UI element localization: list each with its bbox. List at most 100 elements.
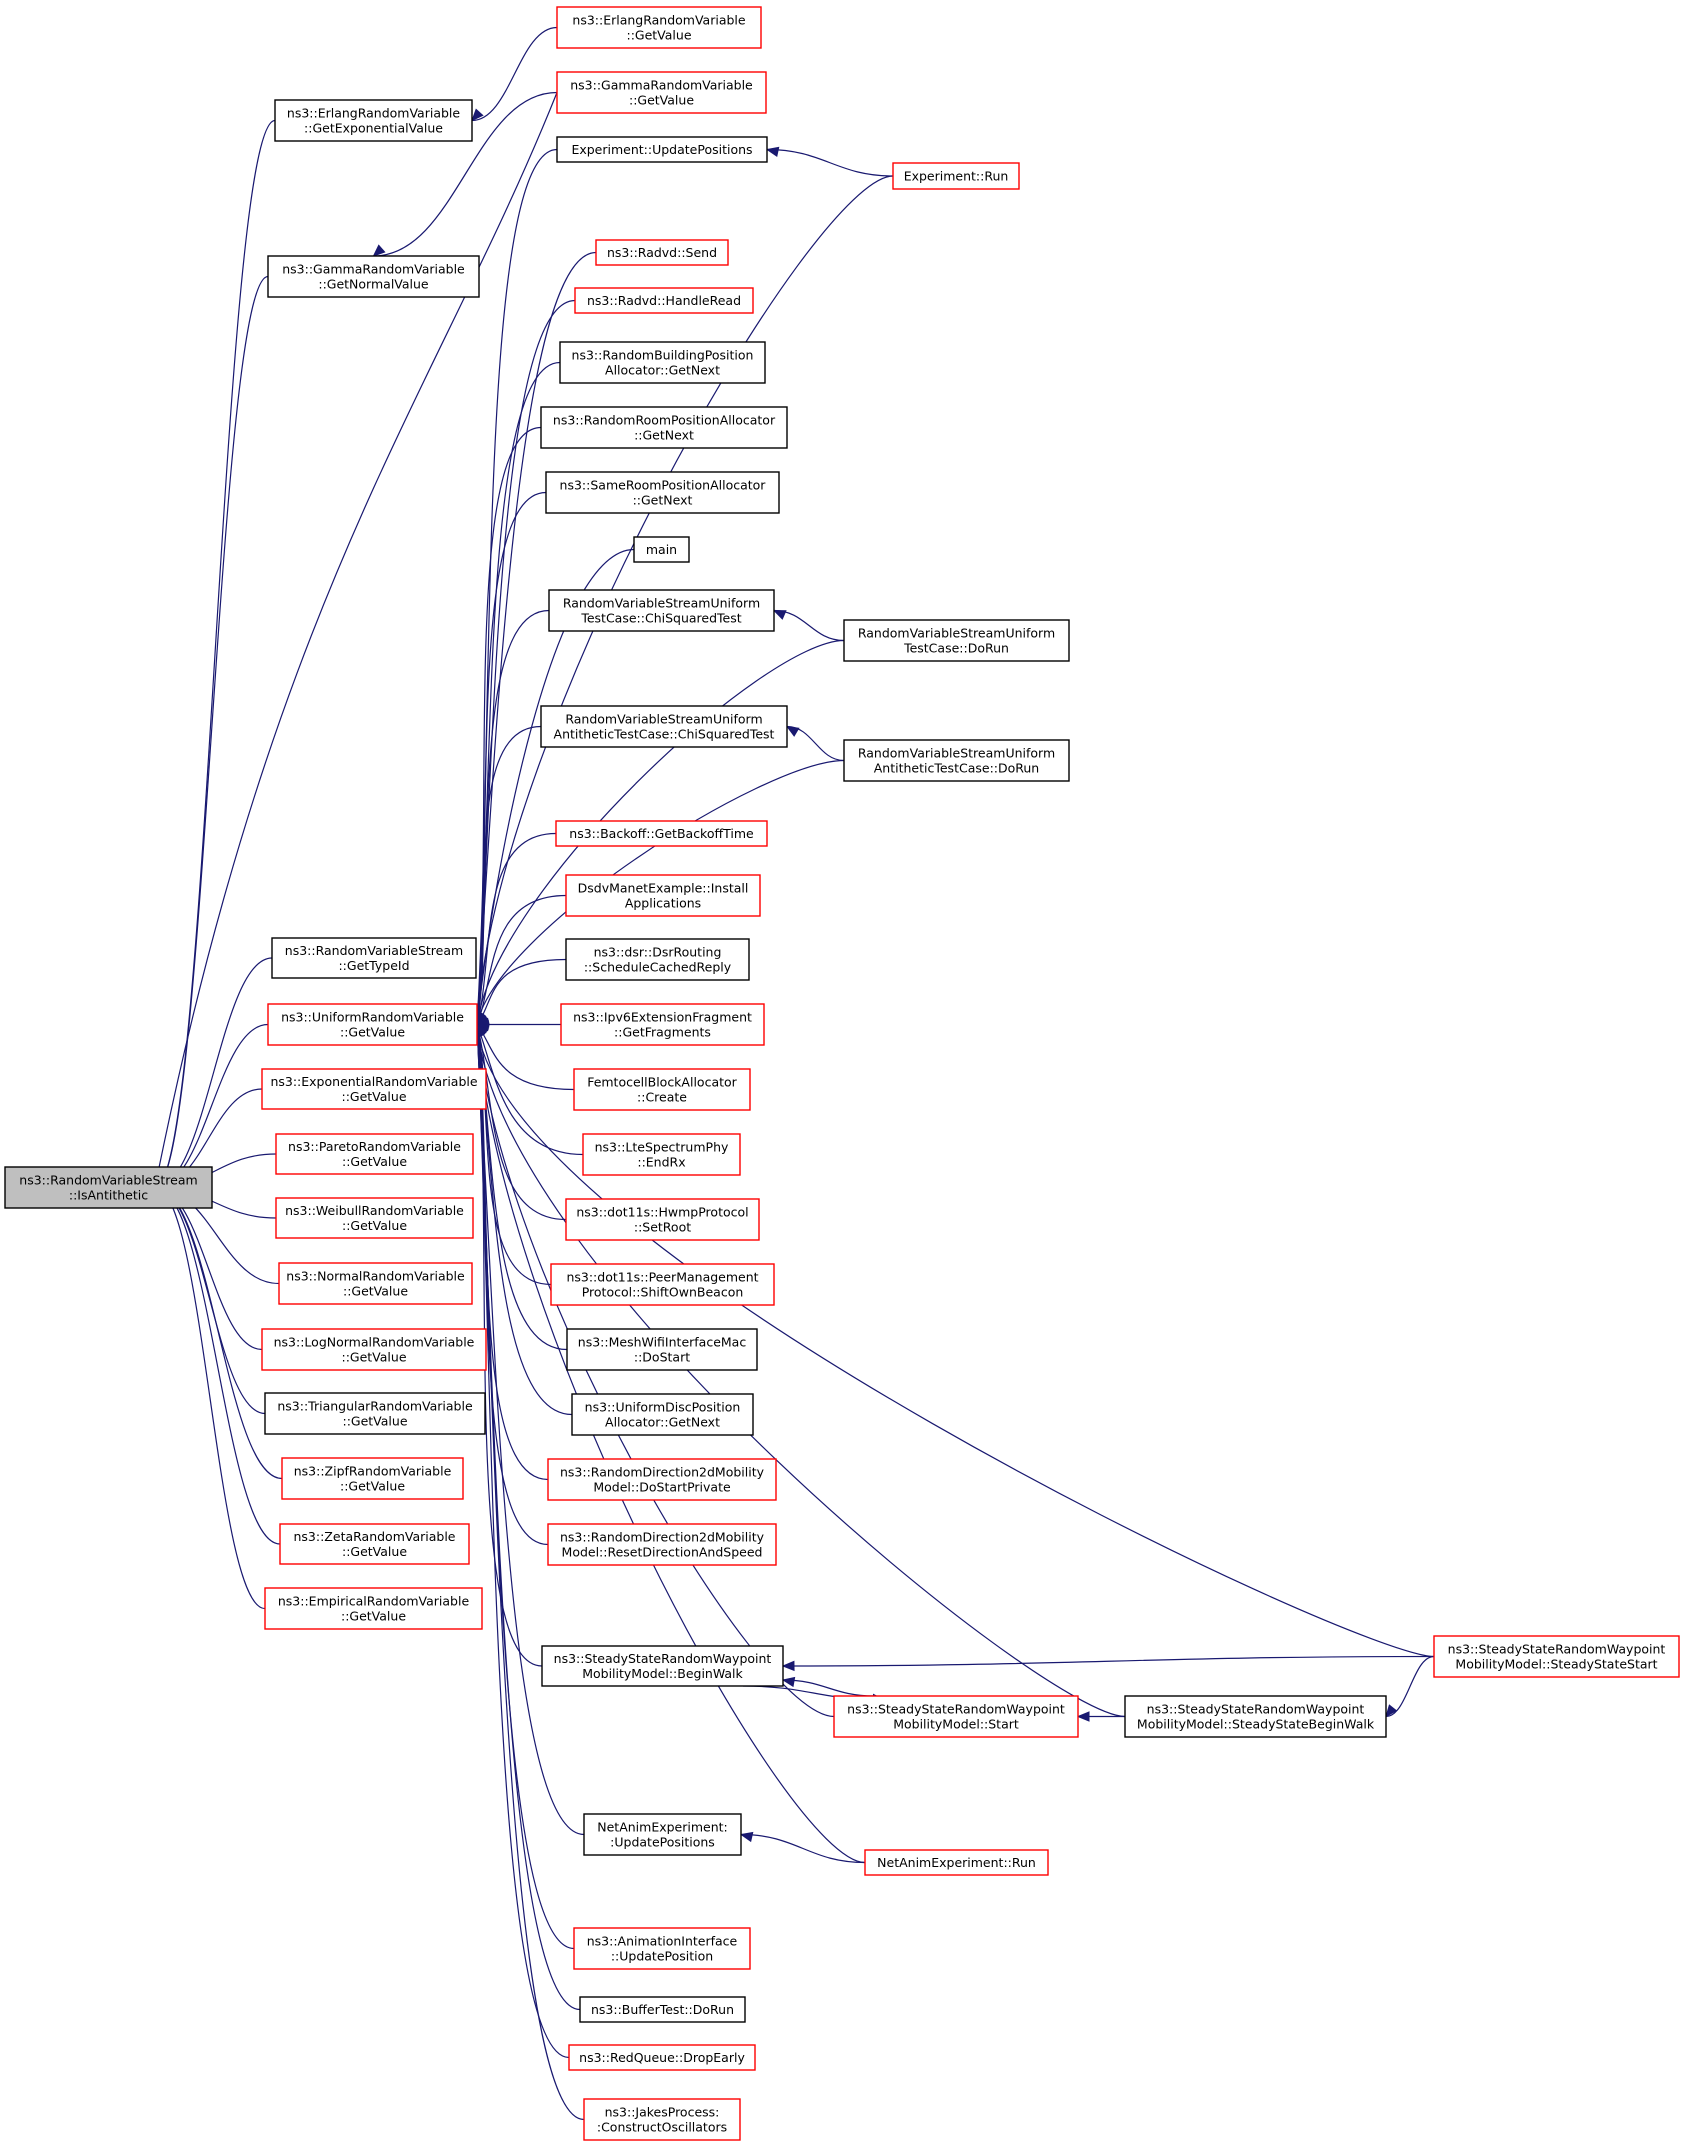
call-edge — [766, 148, 894, 177]
node-box — [1124, 1695, 1387, 1738]
node-box — [565, 938, 750, 981]
node-box — [559, 341, 766, 384]
node-box — [264, 1392, 486, 1435]
caller-node-pareto-gv[interactable]: ns3::ParetoRandomVariable::GetValue — [275, 1133, 474, 1175]
caller-node-udpa[interactable]: ns3::UniformDiscPositionAllocator::GetNe… — [571, 1393, 754, 1436]
edge-arrowhead — [772, 609, 787, 620]
caller-node-buffer[interactable]: ns3::BufferTest::DoRun — [579, 1996, 746, 2023]
caller-node-rrpa[interactable]: ns3::RandomRoomPositionAllocator::GetNex… — [540, 406, 788, 449]
caller-node-hwmp[interactable]: ns3::dot11s::HwmpProtocol::SetRoot — [565, 1198, 760, 1241]
caller-node-ipv6frag[interactable]: ns3::Ipv6ExtensionFragment::GetFragments — [560, 1003, 765, 1046]
node-label-line: Protocol::ShiftOwnBeacon — [582, 1285, 744, 1300]
caller-node-zipf-gv[interactable]: ns3::ZipfRandomVariable::GetValue — [281, 1457, 464, 1500]
node-label-line: ::DoStart — [634, 1350, 690, 1365]
caller-node-gamma-norm[interactable]: ns3::GammaRandomVariable::GetNormalValue — [267, 255, 480, 298]
caller-node-backoff[interactable]: ns3::Backoff::GetBackoffTime — [555, 820, 768, 847]
caller-node-meshwifi[interactable]: ns3::MeshWifiInterfaceMac::DoStart — [566, 1328, 758, 1371]
caller-node-rvs-typeid[interactable]: ns3::RandomVariableStream::GetTypeId — [271, 937, 477, 979]
caller-node-triangular-gv[interactable]: ns3::TriangularRandomVariable::GetValue — [264, 1392, 486, 1435]
node-box — [281, 1457, 464, 1500]
node-label-line: ns3::UniformDiscPosition — [585, 1400, 741, 1415]
node-label-line: ::GetValue — [343, 1284, 408, 1299]
caller-node-radvd-hr[interactable]: ns3::Radvd::HandleRead — [574, 287, 754, 314]
caller-node-main[interactable]: main — [633, 536, 690, 563]
caller-node-weibull-gv[interactable]: ns3::WeibullRandomVariable::GetValue — [275, 1197, 474, 1239]
caller-node-rbpa[interactable]: ns3::RandomBuildingPositionAllocator::Ge… — [559, 341, 766, 384]
node-label-line: MobilityModel::Start — [893, 1717, 1019, 1732]
caller-node-uniform-gv[interactable]: ns3::UniformRandomVariable::GetValue — [267, 1003, 478, 1046]
caller-node-expo-gv[interactable]: ns3::ExponentialRandomVariable::GetValue — [261, 1068, 487, 1110]
node-label-line: Model::ResetDirectionAndSpeed — [562, 1545, 763, 1560]
node-label-line: ns3::dsr::DsrRouting — [594, 945, 722, 960]
edge-arrowhead — [781, 1660, 795, 1672]
caller-node-femto[interactable]: FemtocellBlockAllocator::Create — [573, 1068, 751, 1111]
caller-node-nae-run[interactable]: NetAnimExperiment::Run — [864, 1849, 1049, 1876]
node-box — [595, 239, 729, 266]
caller-node-erlang-gv[interactable]: ns3::ErlangRandomVariable::GetValue — [556, 6, 762, 49]
node-label-line: ::GetValue — [340, 1025, 405, 1040]
node-box — [833, 1695, 1079, 1738]
node-box — [565, 1198, 760, 1241]
node-label-line: ::GetFragments — [614, 1025, 711, 1040]
call-edge — [476, 1024, 585, 1836]
caller-node-rvsua-dorun[interactable]: RandomVariableStreamUniformAntitheticTes… — [843, 739, 1070, 782]
node-label-line: ns3::RandomVariableStream — [285, 943, 463, 958]
call-edge — [1385, 1655, 1435, 1718]
caller-node-dsr[interactable]: ns3::dsr::DsrRouting::ScheduleCachedRepl… — [565, 938, 750, 981]
node-label-line: ::GetNormalValue — [318, 277, 429, 292]
node-label-line: Allocator::GetNext — [605, 363, 720, 378]
node-label-line: ns3::Radvd::HandleRead — [587, 293, 741, 308]
caller-node-zeta-gv[interactable]: ns3::ZetaRandomVariable::GetValue — [279, 1523, 470, 1565]
caller-node-rd2d-start[interactable]: ns3::RandomDirection2dMobilityModel::DoS… — [547, 1458, 777, 1501]
call-edge — [476, 1024, 585, 2121]
call-edge — [476, 1024, 575, 1091]
node-label-line: ::GetValue — [341, 1350, 406, 1365]
caller-node-exp-run[interactable]: Experiment::Run — [892, 162, 1020, 190]
caller-node-red[interactable]: ns3::RedQueue::DropEarly — [568, 2044, 756, 2071]
caller-node-ssrwp-ss[interactable]: ns3::SteadyStateRandomWaypointMobilityMo… — [1433, 1635, 1680, 1678]
node-label-line: ns3::UniformRandomVariable — [281, 1010, 464, 1025]
node-label-line: Allocator::GetNext — [605, 1415, 720, 1430]
caller-node-rvsu-dorun[interactable]: RandomVariableStreamUniformTestCase::DoR… — [843, 619, 1070, 662]
node-label-line: ns3::Ipv6ExtensionFragment — [573, 1010, 752, 1025]
node-box — [545, 471, 780, 514]
caller-node-jakes[interactable]: ns3::JakesProcess::ConstructOscillators — [583, 2098, 741, 2141]
call-edge — [476, 832, 557, 1025]
caller-node-radvd-send[interactable]: ns3::Radvd::Send — [595, 239, 729, 266]
caller-node-rd2d-reset[interactable]: ns3::RandomDirection2dMobilityModel::Res… — [547, 1523, 777, 1566]
node-label-line: ::UpdatePosition — [611, 1949, 713, 1964]
node-label-line: ns3::MeshWifiInterfaceMac — [578, 1335, 747, 1350]
caller-node-ssrwp-bw[interactable]: ns3::SteadyStateRandomWaypointMobilityMo… — [541, 1645, 784, 1687]
caller-node-peer[interactable]: ns3::dot11s::PeerManagementProtocol::Shi… — [550, 1263, 775, 1306]
root-node: ns3::RandomVariableStream::IsAntithetic — [4, 1166, 213, 1209]
caller-node-srpa[interactable]: ns3::SameRoomPositionAllocator::GetNext — [545, 471, 780, 514]
caller-node-ssrwp-start[interactable]: ns3::SteadyStateRandomWaypointMobilityMo… — [833, 1695, 1079, 1738]
caller-node-empirical-gv[interactable]: ns3::EmpiricalRandomVariable::GetValue — [264, 1587, 483, 1630]
caller-node-ssrwp-ssbw[interactable]: ns3::SteadyStateRandomWaypointMobilityMo… — [1124, 1695, 1387, 1738]
caller-node-lte[interactable]: ns3::LteSpectrumPhy::EndRx — [582, 1133, 741, 1176]
node-box — [261, 1068, 487, 1110]
node-box — [571, 1393, 754, 1436]
node-label-line: MobilityModel::BeginWalk — [582, 1666, 743, 1681]
node-label-line: ns3::TriangularRandomVariable — [277, 1399, 473, 1414]
caller-node-exp-updpos[interactable]: Experiment::UpdatePositions — [556, 136, 768, 163]
node-label-line: ns3::ErlangRandomVariable — [287, 106, 461, 121]
caller-node-nae-upd[interactable]: NetAnimExperiment::UpdatePositions — [583, 1813, 742, 1856]
caller-node-normal-gv[interactable]: ns3::NormalRandomVariable::GetValue — [278, 1262, 473, 1305]
caller-node-rvsua-chi[interactable]: RandomVariableStreamUniformAntitheticTes… — [540, 705, 788, 748]
node-label-line: ::GetExponentialValue — [304, 121, 443, 136]
call-edge — [476, 1024, 1126, 1718]
call-edge — [476, 1024, 549, 1481]
caller-node-anim[interactable]: ns3::AnimationInterface::UpdatePosition — [573, 1927, 751, 1970]
node-label-line: ns3::ZipfRandomVariable — [294, 1464, 452, 1479]
edge-arrowhead — [1076, 1711, 1090, 1722]
caller-node-rvsu-chi[interactable]: RandomVariableStreamUniformTestCase::Chi… — [548, 589, 775, 632]
caller-node-lognormal-gv[interactable]: ns3::LogNormalRandomVariable::GetValue — [261, 1328, 487, 1371]
edge-arrowhead — [785, 725, 800, 737]
caller-node-erlang-exp[interactable]: ns3::ErlangRandomVariable::GetExponentia… — [274, 99, 473, 142]
caller-node-gamma-gv[interactable]: ns3::GammaRandomVariable::GetValue — [556, 71, 767, 114]
node-label-line: ::GetNext — [633, 493, 693, 508]
call-edge — [740, 1833, 866, 1864]
